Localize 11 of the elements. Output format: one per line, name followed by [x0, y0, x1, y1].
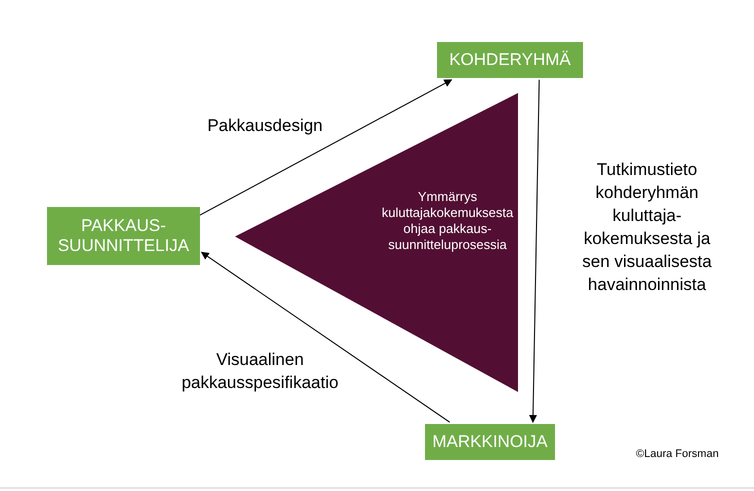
edge-label: Visuaalinen pakkausspesifikaatio: [180, 349, 340, 394]
arrow: [529, 79, 540, 423]
role-box: MARKKINOIJA: [425, 424, 555, 460]
arrow: [200, 79, 452, 216]
triangle-text: Ymmärrys kuluttajakokemuksesta ohjaa pakkaus-suunnitteluprosessia: [380, 189, 514, 253]
role-box: KOHDERYHMÄ: [437, 42, 583, 78]
edge-label: Pakkausdesign: [206, 115, 324, 137]
copyright-note: ©Laura Forsman: [636, 448, 719, 460]
role-box: PAKKAUS-SUUNNITTELIJA: [47, 207, 200, 265]
arrow: [200, 252, 450, 423]
edge-label: Tutkimustieto kohderyhmän kuluttaja-kokemuksesta ja sen visuaalisesta havainnoinnista: [582, 159, 712, 296]
